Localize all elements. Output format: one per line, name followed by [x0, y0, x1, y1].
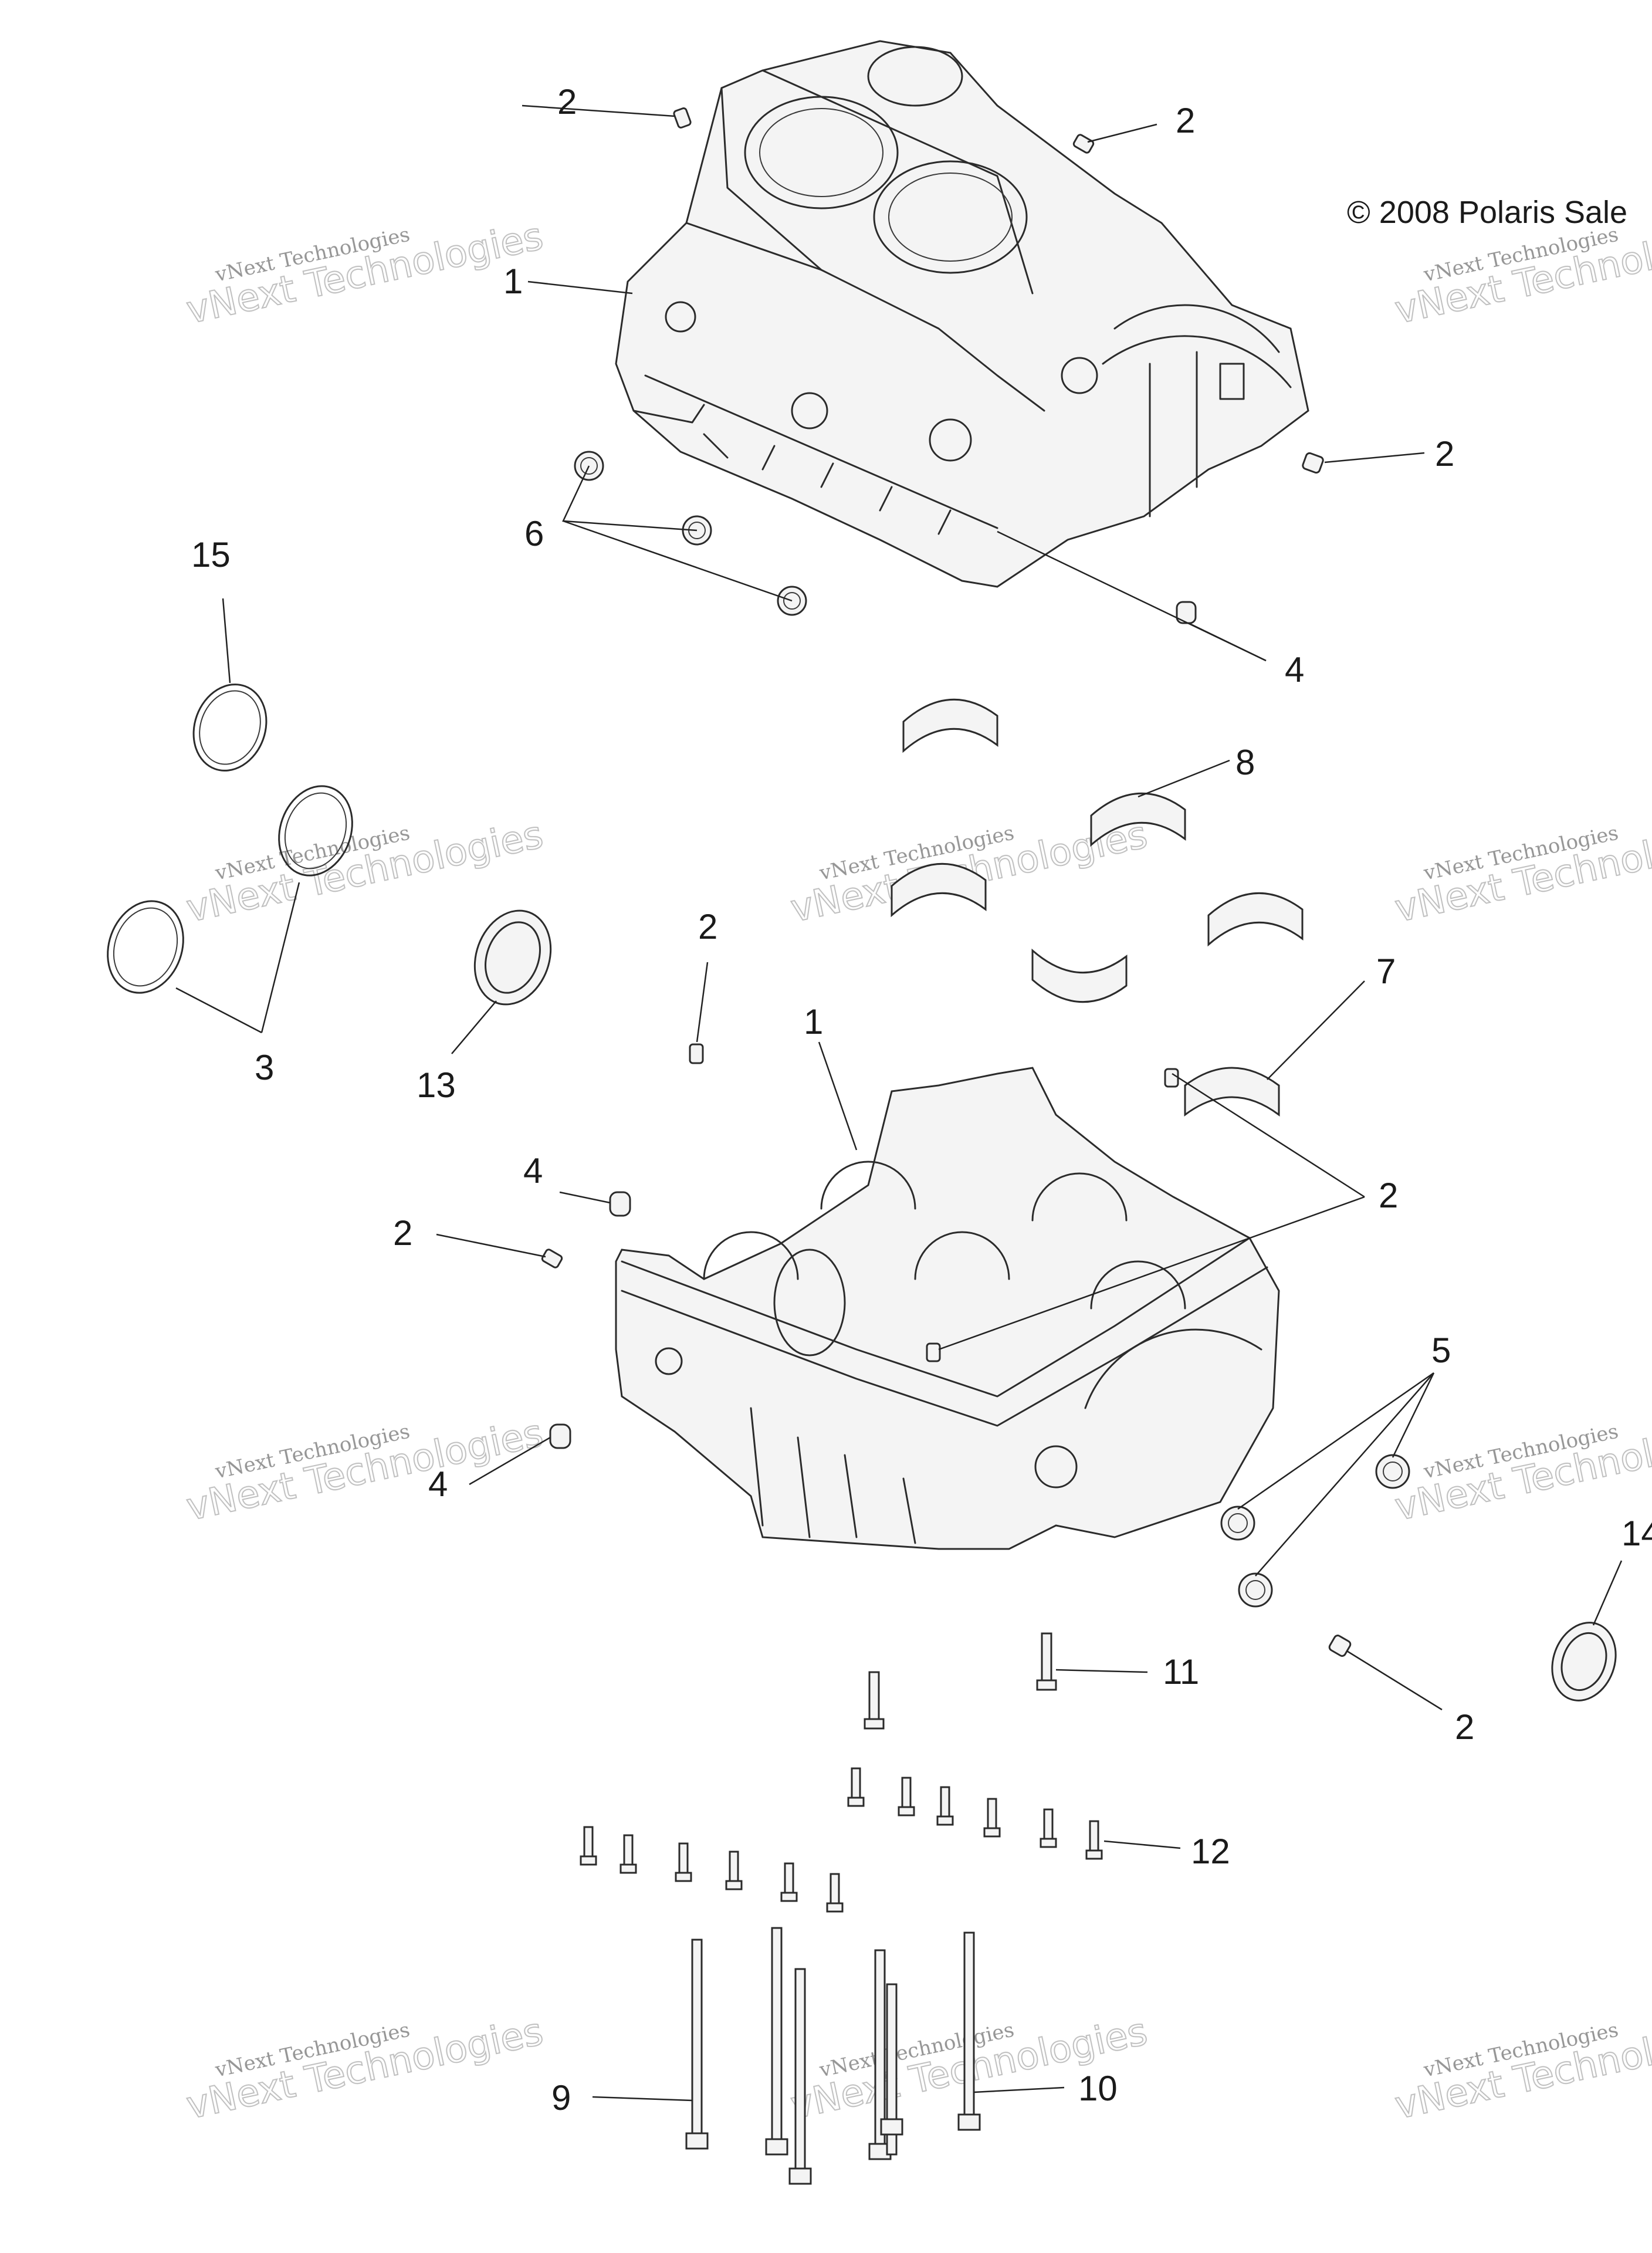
callout-15: 15 — [191, 535, 231, 574]
dowel-pins — [541, 107, 1352, 1657]
upper-crankcase — [615, 40, 1309, 588]
watermark: vNext Technologies vNext Technologies — [182, 2010, 547, 2129]
callout-2: 2 — [1379, 1176, 1398, 1215]
watermark: vNext Technologies vNext Technologies — [182, 1411, 547, 1530]
seals-and-rings — [107, 684, 1617, 1701]
callout-4: 4 — [428, 1464, 448, 1504]
callout-8: 8 — [1235, 743, 1255, 782]
watermark: vNext Technologies vNext Technologies — [1391, 2010, 1652, 2129]
callout-12: 12 — [1191, 1832, 1230, 1871]
callout-4: 4 — [1285, 650, 1304, 689]
nuts-and-bushings — [549, 451, 1410, 1608]
callout-2: 2 — [698, 907, 717, 946]
callout-11: 11 — [1163, 1652, 1199, 1692]
main-bearing-shells — [891, 698, 1304, 1117]
callout-5: 5 — [1431, 1331, 1451, 1370]
watermark: vNext Technologies vNext Technologies — [1391, 1411, 1652, 1530]
callout-7: 7 — [1376, 952, 1396, 991]
callout-13: 13 — [417, 1065, 456, 1105]
bolts — [580, 1632, 1103, 2185]
callout-1: 1 — [503, 262, 523, 301]
callout-labels: 2 2 1 2 4 6 15 8 7 2 1 3 13 4 2 2 5 4 14… — [191, 82, 1652, 2117]
leader-lines — [175, 104, 1623, 2102]
callout-2: 2 — [393, 1213, 412, 1253]
callout-6: 6 — [524, 514, 544, 553]
callout-14: 14 — [1621, 1514, 1652, 1553]
callout-2: 2 — [1455, 1707, 1474, 1747]
watermark: vNext Technologies vNext Technologies — [182, 813, 547, 932]
callout-2: 2 — [1435, 434, 1454, 473]
callout-2: 2 — [1176, 101, 1195, 140]
callout-10: 10 — [1078, 2069, 1118, 2108]
callout-4: 4 — [523, 1151, 543, 1190]
callout-9: 9 — [551, 2078, 571, 2117]
callout-1: 1 — [804, 1002, 823, 1041]
callout-3: 3 — [255, 1048, 274, 1087]
callout-2: 2 — [557, 82, 577, 121]
watermark: vNext Technologies vNext Technologies — [1391, 813, 1652, 932]
copyright-text: © 2008 Polaris Sale — [1347, 195, 1627, 230]
watermark: vNext Technologies vNext Technologies — [182, 214, 547, 333]
lower-crankcase — [615, 1067, 1280, 1550]
